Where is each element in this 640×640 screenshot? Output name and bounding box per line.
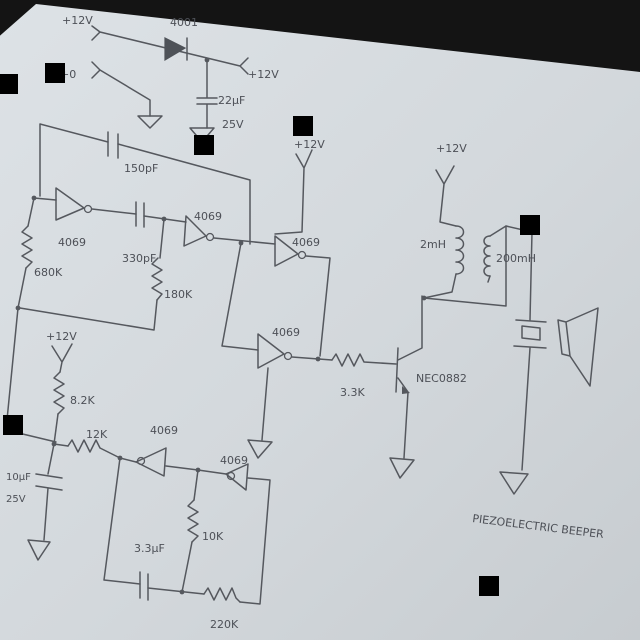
driver-section: +12V 4069 4069 3.3K NEC0882: [221, 138, 467, 479]
capacitor-symbol: [107, 131, 119, 159]
resistor-symbol: [187, 499, 199, 543]
osc-inverter1-label: 4069: [58, 236, 86, 249]
inverter-gate: [183, 215, 215, 247]
transistor-symbol: [395, 295, 423, 459]
inductor-symbol: [455, 225, 465, 275]
osc-res-left-label: 680K: [34, 266, 63, 279]
inverter-gate: [225, 463, 249, 491]
ground-symbol: [27, 539, 51, 561]
supply-cap-voltage: 25V: [222, 118, 244, 131]
inductor2-label: 200mH: [496, 252, 536, 265]
timer-inverter1-label: 4069: [150, 424, 178, 437]
timer-res-series-label: 12K: [86, 428, 108, 441]
driver-res-base-label: 3.3K: [340, 386, 365, 399]
inductor-symbol: [483, 235, 491, 277]
osc-res-mid-label: 180K: [164, 288, 193, 301]
supply-input-label: +12V: [62, 14, 93, 27]
capacitor-symbol: [135, 201, 145, 228]
ground-symbol: [137, 115, 163, 129]
resistor-symbol: [203, 587, 241, 603]
inverter-gate: [257, 333, 293, 369]
speaker-icon: [557, 307, 599, 387]
supply-cap-value: 22µF: [218, 94, 245, 107]
resistor-symbol: [67, 439, 121, 459]
osc-inverter2-label: 4069: [194, 210, 222, 223]
timer-res-bottom-label: 220K: [210, 618, 239, 631]
transistor-label: NEC0882: [416, 372, 467, 385]
timer-res-fb-label: 10K: [202, 530, 224, 543]
ground-symbol: [389, 457, 415, 479]
diode-symbol: [164, 37, 188, 62]
timer-res-pullup-label: 8.2K: [70, 394, 95, 407]
resistor-symbol: [53, 371, 65, 415]
driver-vcc-label: +12V: [294, 138, 325, 151]
driver-inverter-bottom-label: 4069: [272, 326, 300, 339]
timer-inverter2-label: 4069: [220, 454, 248, 467]
redaction-squares: [0, 63, 540, 596]
timer-vcc-label: +12V: [46, 330, 77, 343]
timer-cap-left-voltage: 25V: [6, 494, 26, 505]
osc-cap-mid-label: 330pF: [122, 252, 156, 265]
oscillator-section: 150pF 4069 330pF 4069 680K 180K: [5, 123, 276, 431]
piezo-element-symbol: [513, 319, 547, 349]
inverter-gate: [274, 235, 307, 267]
ground-symbol: [247, 439, 273, 459]
diode-label: 4001: [170, 16, 198, 29]
resistor-symbol: [331, 353, 397, 367]
capacitor-symbol: [139, 571, 149, 601]
timer-section: +12V 8.2K 12K 10µF 25V 4069 4069 10K 3.3…: [5, 330, 271, 631]
inverter-gate: [135, 447, 167, 477]
timer-cap-left-value: 10µF: [6, 472, 31, 483]
timer-cap-bottom-label: 3.3µF: [134, 542, 165, 555]
inductor1-label: 2mH: [420, 238, 446, 251]
output-vcc-label: +12V: [436, 142, 467, 155]
driver-inverter-top-label: 4069: [292, 236, 320, 249]
osc-cap-top-label: 150pF: [124, 162, 158, 175]
paper-sheet: [0, 4, 640, 640]
resistor-symbol: [21, 225, 33, 269]
ground-symbol: [499, 471, 529, 495]
resistor-symbol: [151, 257, 163, 301]
supply-output-label: +12V: [248, 68, 279, 81]
